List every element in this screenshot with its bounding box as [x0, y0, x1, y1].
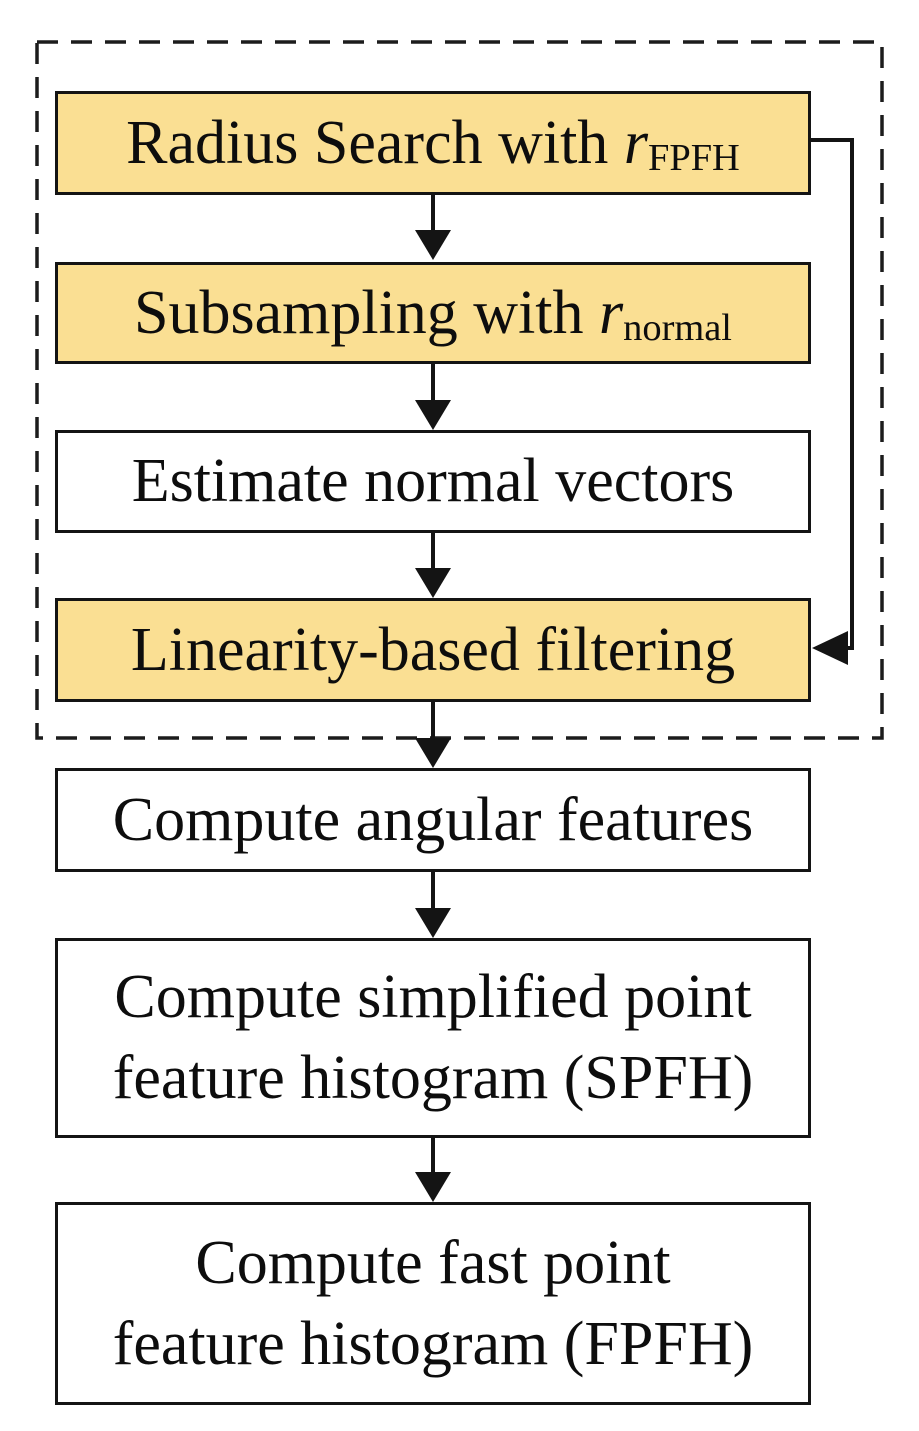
node-label-line1: Compute fast point	[195, 1228, 671, 1297]
node-compute-fpfh: Compute fast point feature histogram (FP…	[55, 1202, 811, 1405]
node-label: Subsampling with rnormal	[134, 273, 732, 354]
node-compute-spfh: Compute simplified point feature histogr…	[55, 938, 811, 1138]
node-subsampling: Subsampling with rnormal	[55, 262, 811, 364]
node-label-variable: r	[599, 278, 624, 347]
node-label-line2: feature histogram (FPFH)	[112, 1309, 754, 1378]
arrow-linearity-to-angular	[415, 702, 451, 768]
node-label: Linearity-based filtering	[130, 615, 736, 684]
node-label-text: Subsampling with	[133, 278, 600, 347]
node-label-variable: r	[623, 108, 648, 177]
node-compute-angular-features: Compute angular features	[55, 768, 811, 872]
arrow-estimate-to-linearity	[415, 533, 451, 598]
arrow-angular-to-spfh	[415, 872, 451, 938]
node-linearity-based-filtering: Linearity-based filtering	[55, 598, 811, 702]
node-label: Compute angular features	[112, 785, 754, 854]
arrow-spfh-to-fpfh	[415, 1138, 451, 1202]
dashed-group-outline	[35, 40, 884, 740]
node-label-line2: feature histogram (SPFH)	[112, 1044, 754, 1112]
node-label-subscript: FPFH	[647, 136, 740, 179]
node-label: Radius Search with rFPFH	[126, 103, 740, 184]
node-label-subscript: normal	[623, 306, 732, 349]
node-label: Estimate normal vectors	[131, 447, 735, 516]
node-label-text: Radius Search with	[126, 108, 624, 177]
arrow-subsampling-to-estimate	[415, 364, 451, 430]
arrow-radius-to-subsampling	[415, 193, 451, 260]
node-radius-search: Radius Search with rFPFH	[55, 91, 811, 195]
feedback-arrow-radius-to-linearity	[810, 138, 854, 665]
node-estimate-normal-vectors: Estimate normal vectors	[55, 430, 811, 533]
node-label-line1: Compute simplified point	[114, 963, 752, 1032]
